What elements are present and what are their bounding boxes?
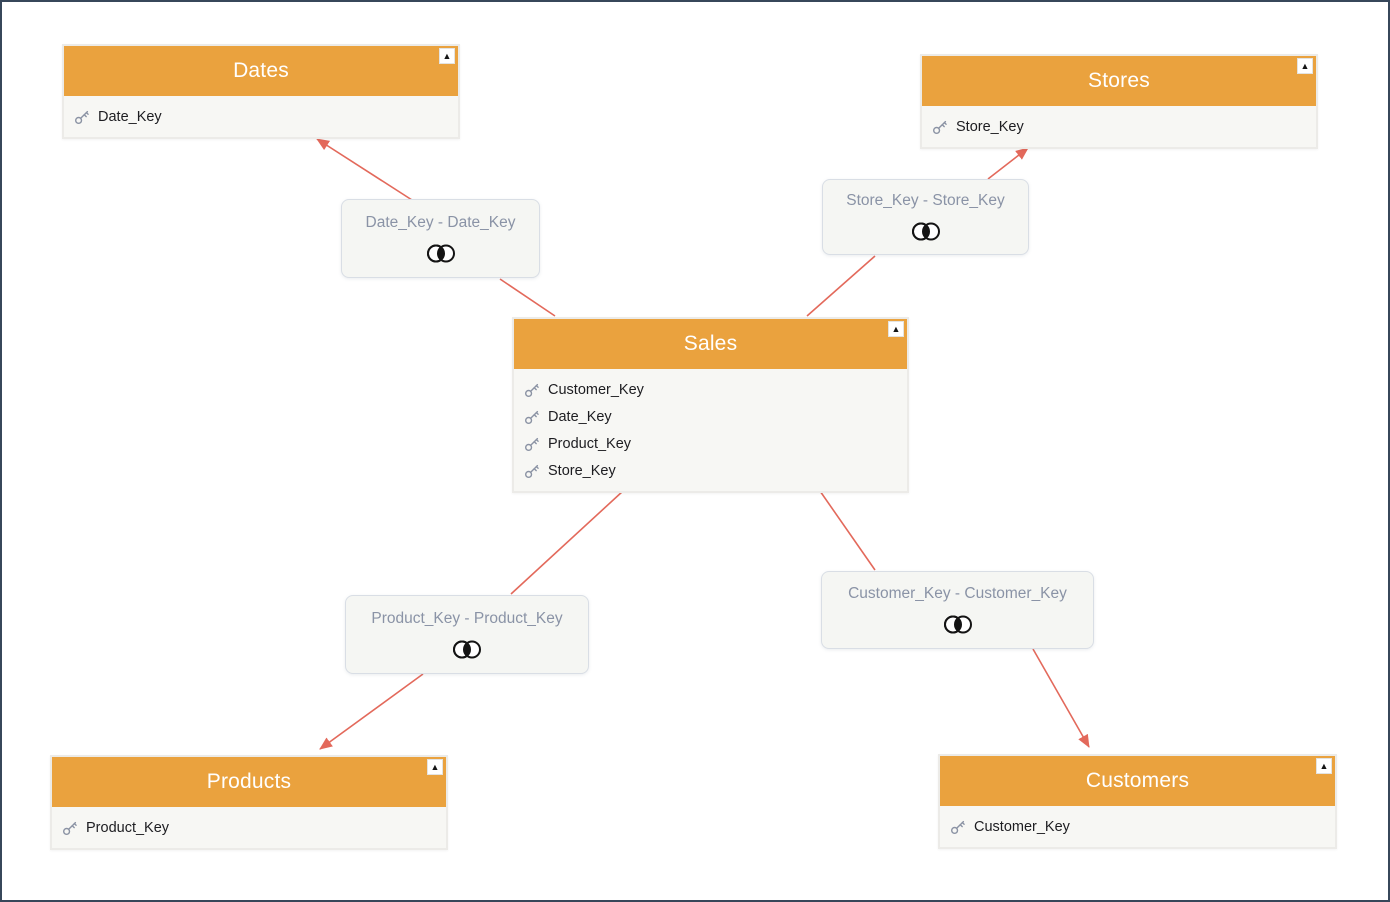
field-row[interactable]: Customer_Key xyxy=(514,376,907,403)
collapse-arrow-icon: ▲ xyxy=(891,323,901,334)
field-row[interactable]: Store_Key xyxy=(922,113,1316,140)
collapse-arrow-icon: ▲ xyxy=(430,761,440,772)
field-name: Product_Key xyxy=(86,819,170,836)
field-row[interactable]: Product_Key xyxy=(52,814,446,841)
table-field-list: Store_Key xyxy=(922,106,1316,147)
field-row[interactable]: Store_Key xyxy=(514,457,907,484)
inner-join-icon xyxy=(451,639,483,660)
table-field-list: Date_Key xyxy=(64,96,458,137)
collapse-button[interactable]: ▲ xyxy=(888,321,904,337)
table-products[interactable]: Products ▲ Product_Key xyxy=(50,755,448,850)
collapse-arrow-icon: ▲ xyxy=(442,50,452,61)
relationship-connector xyxy=(499,278,556,317)
table-field-list: Customer_Key Date_Key xyxy=(514,369,907,491)
table-title: Stores xyxy=(1088,69,1150,92)
inner-join-icon xyxy=(425,243,457,264)
field-name: Date_Key xyxy=(98,108,162,125)
table-field-list: Product_Key xyxy=(52,807,446,848)
key-icon xyxy=(524,437,539,451)
key-icon xyxy=(524,383,539,397)
field-name: Store_Key xyxy=(956,118,1024,135)
relationship-connector xyxy=(987,147,1029,180)
collapse-button[interactable]: ▲ xyxy=(1297,58,1313,74)
table-header[interactable]: Dates ▲ xyxy=(64,46,458,96)
field-name: Customer_Key xyxy=(974,818,1070,835)
field-name: Store_Key xyxy=(548,462,616,479)
table-title: Products xyxy=(206,770,292,793)
relationship-label: Store_Key - Store_Key xyxy=(846,192,1005,209)
table-title: Sales xyxy=(683,332,738,355)
table-title: Dates xyxy=(233,59,289,82)
field-name: Date_Key xyxy=(548,408,612,425)
key-icon xyxy=(62,821,77,835)
table-field-list: Customer_Key xyxy=(940,806,1335,847)
relationship-label: Product_Key - Product_Key xyxy=(371,609,563,627)
relationship-connector xyxy=(1032,648,1090,748)
relationship-product-key[interactable]: Product_Key - Product_Key xyxy=(345,595,589,674)
relationship-connector xyxy=(819,490,876,571)
field-name: Customer_Key xyxy=(548,381,644,398)
key-icon xyxy=(932,120,947,134)
key-icon xyxy=(74,110,89,124)
table-stores[interactable]: Stores ▲ Store_Key xyxy=(920,54,1318,149)
relationship-connector xyxy=(316,138,413,201)
relationship-date-key[interactable]: Date_Key - Date_Key xyxy=(341,199,540,278)
field-name: Product_Key xyxy=(548,435,632,452)
collapse-button[interactable]: ▲ xyxy=(427,759,443,775)
field-row[interactable]: Customer_Key xyxy=(940,813,1335,840)
relationship-label: Customer_Key - Customer_Key xyxy=(848,585,1067,602)
key-icon xyxy=(524,410,539,424)
table-dates[interactable]: Dates ▲ Date_Key xyxy=(62,44,460,139)
relationship-connector xyxy=(806,255,876,317)
collapse-arrow-icon: ▲ xyxy=(1300,60,1310,71)
relationship-connector xyxy=(510,490,624,595)
collapse-arrow-icon: ▲ xyxy=(1319,760,1329,771)
table-title: Customers xyxy=(1085,769,1190,792)
collapse-button[interactable]: ▲ xyxy=(439,48,455,64)
table-header[interactable]: Stores ▲ xyxy=(922,56,1316,106)
field-row[interactable]: Product_Key xyxy=(514,430,907,457)
relationship-customer-key[interactable]: Customer_Key - Customer_Key xyxy=(821,571,1094,649)
table-header[interactable]: Products ▲ xyxy=(52,757,446,807)
key-icon xyxy=(524,464,539,478)
relationship-connector xyxy=(319,673,424,750)
table-header[interactable]: Customers ▲ xyxy=(940,756,1335,806)
inner-join-icon xyxy=(910,221,942,242)
relationship-label: Date_Key - Date_Key xyxy=(365,213,516,231)
relationship-store-key[interactable]: Store_Key - Store_Key xyxy=(822,179,1029,255)
table-customers[interactable]: Customers ▲ Customer_Key xyxy=(938,754,1337,849)
table-sales[interactable]: Sales ▲ Customer_Key xyxy=(512,317,909,493)
field-row[interactable]: Date_Key xyxy=(64,103,458,130)
field-row[interactable]: Date_Key xyxy=(514,403,907,430)
table-header[interactable]: Sales ▲ xyxy=(514,319,907,369)
collapse-button[interactable]: ▲ xyxy=(1316,758,1332,774)
inner-join-icon xyxy=(942,614,974,635)
key-icon xyxy=(950,820,965,834)
